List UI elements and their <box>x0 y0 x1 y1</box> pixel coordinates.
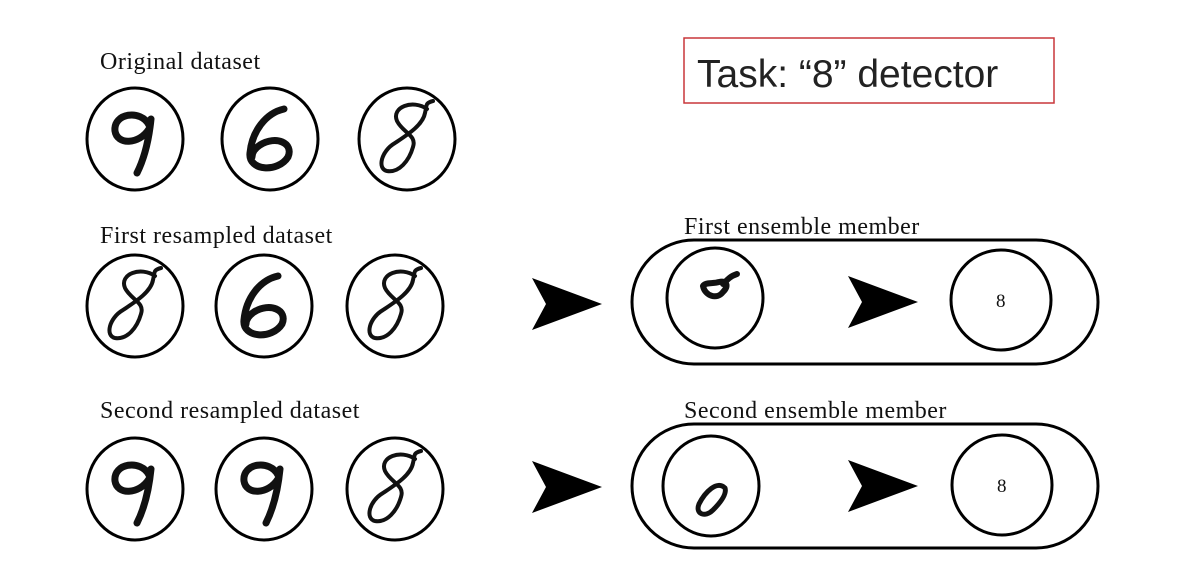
output-node: 8 <box>949 248 1053 352</box>
first-ensemble-member: First ensemble member 8 <box>630 214 1100 366</box>
task-title: Task: “8” detector <box>697 53 998 96</box>
second-ensemble-member: Second ensemble member 8 <box>630 398 1100 550</box>
feature-detector <box>661 434 761 538</box>
digit-sample <box>85 253 185 359</box>
digit-sample <box>85 86 185 192</box>
feature-detector <box>665 246 765 350</box>
original-dataset-row: Original dataset <box>85 49 457 192</box>
first-resampled-row: First resampled dataset <box>85 223 602 359</box>
task-box-border <box>683 37 1055 104</box>
output-label: 8 <box>997 476 1007 497</box>
arrow-icon <box>532 461 602 513</box>
digit-sample <box>345 253 445 359</box>
output-node: 8 <box>950 433 1054 537</box>
arrow-icon <box>532 278 602 330</box>
digit-sample <box>214 436 314 542</box>
second-resampled-label: Second resampled dataset <box>100 398 360 424</box>
digit-sample <box>214 253 314 359</box>
output-label: 8 <box>996 291 1006 312</box>
first-member-label: First ensemble member <box>684 214 920 240</box>
digit-sample <box>85 436 185 542</box>
original-dataset-label: Original dataset <box>100 49 261 75</box>
second-member-label: Second ensemble member <box>684 398 947 424</box>
digit-sample <box>345 436 445 542</box>
task-box: Task: “8” detector <box>683 37 1055 104</box>
digit-sample <box>357 86 457 192</box>
digit-sample <box>220 86 320 192</box>
first-resampled-label: First resampled dataset <box>100 223 333 249</box>
second-resampled-row: Second resampled dataset <box>85 398 602 542</box>
